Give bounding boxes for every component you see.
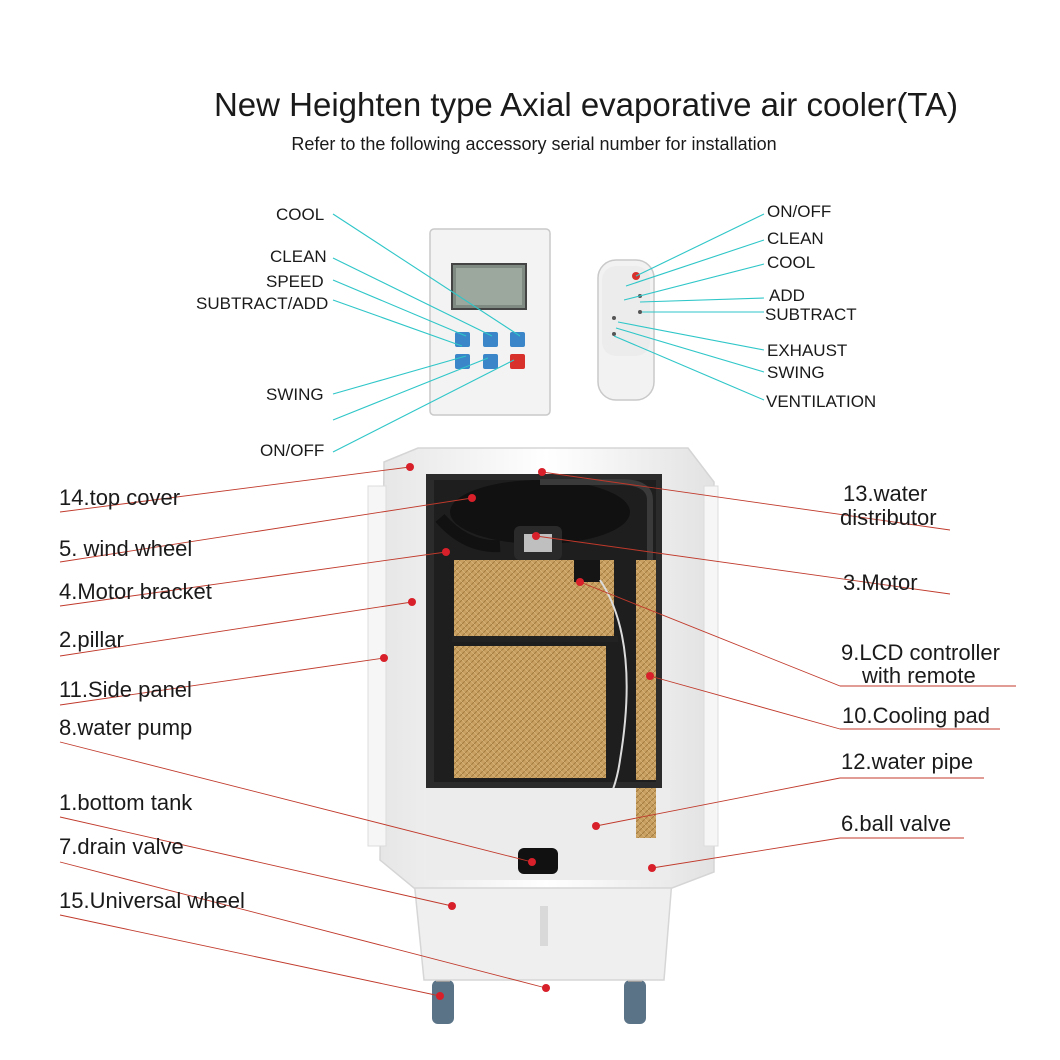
panel-label-on-off: ON/OFF [260,441,325,460]
page-subtitle: Refer to the following accessory serial … [291,134,777,154]
remote-label-swing: SWING [767,363,825,382]
part-label-drain-valve: 7.drain valve [59,834,184,859]
remote-label-exhaust: EXHAUST [767,341,848,360]
panel-label-cool: COOL [276,205,325,224]
part-label-water-pipe: 12.water pipe [841,749,974,774]
part-label-side-panel: 11.Side panel [59,677,192,702]
part-label-wind-wheel: 5. wind wheel [59,536,193,561]
panel-callout-lines [332,213,521,453]
part-callout-dots [380,463,656,1000]
lcd-controller-panel-icon [429,228,551,416]
remote-label-subtract: SUBTRACT [765,305,857,324]
remote-control-icon [597,259,655,401]
part-label-water-pump: 8.water pump [59,715,193,740]
part-label-lcd-controller-line1: 9.LCD controller [841,640,1000,665]
part-label-motor-bracket: 4.Motor bracket [59,579,212,604]
air-cooler-cutaway-icon [367,447,719,1024]
panel-label-speed: SPEED [266,272,324,291]
part-label-ball-valve: 6.ball valve [841,811,952,836]
part-callout-lines [59,466,1016,997]
part-label-water-distributor-line2: distributor [840,505,937,530]
panel-label-clean: CLEAN [270,247,327,266]
part-label-universal-wheel: 15.Universal wheel [59,888,245,913]
remote-label-ventilation: VENTILATION [766,392,877,411]
part-label-pillar: 2.pillar [59,627,124,652]
part-label-bottom-tank: 1.bottom tank [59,790,193,815]
part-label-top-cover: 14.top cover [59,485,181,510]
remote-label-cool: COOL [767,253,816,272]
part-label-lcd-controller-line2: with remote [862,663,976,688]
panel-label-subtract-add: SUBTRACT/ADD [196,294,329,313]
page-title: New Heighten type Axial evaporative air … [213,86,959,123]
remote-label-clean: CLEAN [767,229,824,248]
remote-label-add: ADD [769,286,805,305]
panel-label-swing: SWING [266,385,324,404]
part-label-cooling-pad: 10.Cooling pad [842,703,991,728]
part-label-water-distributor-line1: 13.water [843,481,928,506]
remote-callout-lines [613,213,765,401]
part-label-motor: 3.Motor [843,570,918,595]
remote-label-on-off: ON/OFF [767,202,832,221]
